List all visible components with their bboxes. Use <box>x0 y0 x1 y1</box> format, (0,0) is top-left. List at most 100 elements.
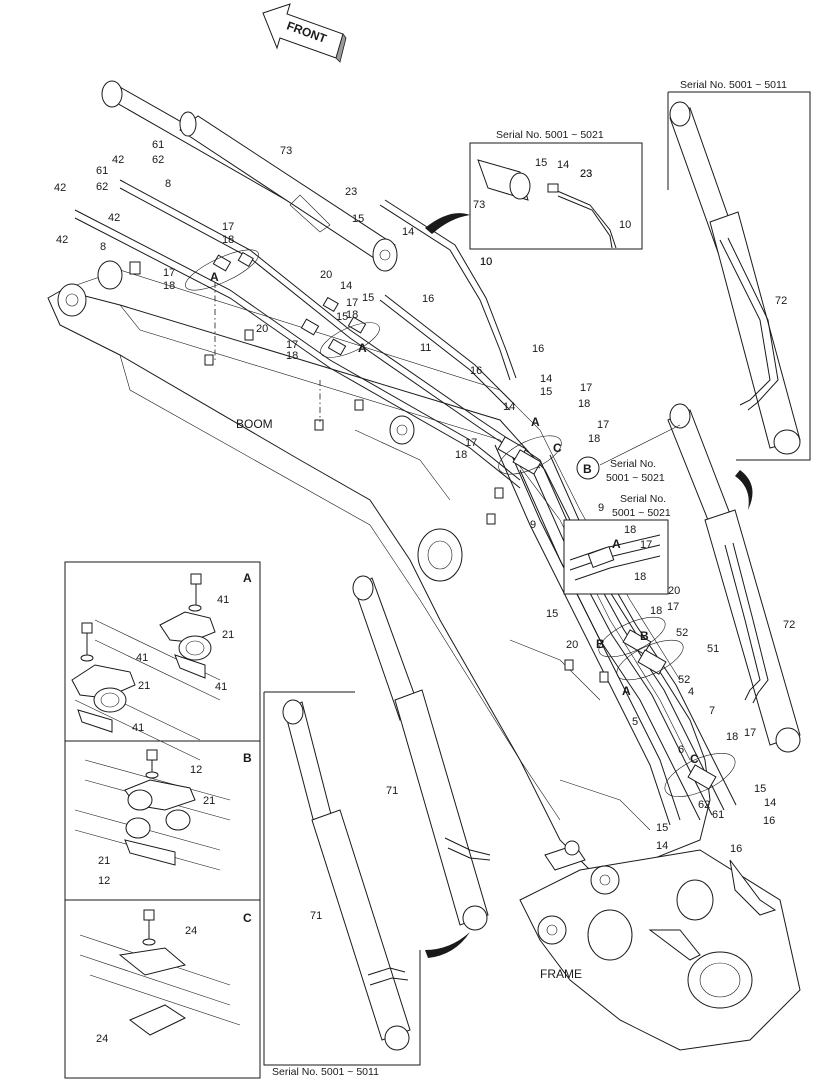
mid-serial-a-line2: 5001 ~ 5021 <box>612 507 671 519</box>
callout: 18 <box>650 605 662 617</box>
callout: 10 <box>619 219 631 231</box>
callout: 17 <box>286 339 298 351</box>
callout: 7 <box>709 705 715 717</box>
callout: 9 <box>530 519 536 531</box>
callout: 17 <box>597 419 609 431</box>
callout: 5 <box>632 716 638 728</box>
callout: 62 <box>96 181 108 193</box>
callout: 18 <box>726 731 738 743</box>
callout: 71 <box>386 785 398 797</box>
callout: 6 <box>678 744 684 756</box>
callout: 4 <box>688 686 694 698</box>
callout: C <box>553 441 562 455</box>
callout: 10 <box>480 256 492 268</box>
callout: 18 <box>634 571 646 583</box>
svg-text:21: 21 <box>203 795 215 807</box>
right-top-serial: Serial No. 5001 ~ 5011 <box>680 79 787 91</box>
bottom-serial: Serial No. 5001 ~ 5011 <box>272 1066 379 1078</box>
callout: 17 <box>222 221 234 233</box>
svg-text:12: 12 <box>190 764 202 776</box>
svg-text:21: 21 <box>138 680 150 692</box>
boom-label: BOOM <box>236 417 273 431</box>
detail-b-letter: B <box>243 751 252 765</box>
callout: 18 <box>286 350 298 362</box>
callout: C <box>690 752 699 766</box>
svg-text:41: 41 <box>215 681 227 693</box>
callout: 14 <box>402 226 414 238</box>
callout: 17 <box>640 539 652 551</box>
callout: 23 <box>580 168 592 180</box>
callout: 17 <box>465 437 477 449</box>
svg-text:B: B <box>583 462 592 476</box>
callout: 72 <box>775 295 787 307</box>
callout: 16 <box>422 293 434 305</box>
callout: 18 <box>163 280 175 292</box>
callout: 61 <box>712 809 724 821</box>
callout: 73 <box>280 145 292 157</box>
callout: 10 <box>480 256 492 268</box>
inset-pointers <box>425 213 753 958</box>
callout: 62 <box>152 154 164 166</box>
callout: 42 <box>54 182 66 194</box>
svg-text:12: 12 <box>98 875 110 887</box>
svg-text:41: 41 <box>132 722 144 734</box>
svg-text:21: 21 <box>222 629 234 641</box>
detail-a-drawing <box>71 573 221 761</box>
callout: A <box>531 415 540 429</box>
bottom-inset: Serial No. 5001 ~ 5011 <box>263 691 421 1078</box>
callout: 16 <box>730 843 742 855</box>
bucket-cylinder-72 <box>667 101 801 753</box>
svg-text:41: 41 <box>217 594 229 606</box>
frame-label: FRAME <box>540 967 582 981</box>
callout: 14 <box>764 797 776 809</box>
callout: 42 <box>108 212 120 224</box>
callout: 18 <box>588 433 600 445</box>
callout: 20 <box>256 323 268 335</box>
callout: 61 <box>96 165 108 177</box>
callout: 8 <box>100 241 106 253</box>
callout: 20 <box>566 639 578 651</box>
callout: 72 <box>783 619 795 631</box>
detail-a-letter: A <box>243 571 252 585</box>
callout: 18 <box>455 449 467 461</box>
callout: 15 <box>656 822 668 834</box>
callout: 15 <box>540 386 552 398</box>
callout: A <box>358 341 367 355</box>
callout: 14 <box>656 840 668 852</box>
callout: 15 <box>362 292 374 304</box>
callout: 51 <box>707 643 719 655</box>
callout: 15 <box>754 783 766 795</box>
callout: A <box>612 537 621 551</box>
callout: 16 <box>532 343 544 355</box>
callout: 14 <box>540 373 552 385</box>
frame-structure <box>519 840 801 1051</box>
svg-text:24: 24 <box>185 925 197 937</box>
callout: 20 <box>668 585 680 597</box>
part-callouts: 61 62 61 62 42 42 42 42 8 8 73 23 15 14 … <box>54 139 795 922</box>
callout: 15 <box>336 311 348 323</box>
callout: A <box>210 270 219 284</box>
callout: 17 <box>667 601 679 613</box>
callout: A <box>622 684 631 698</box>
detail-panels: A 41 21 41 41 21 41 B <box>64 561 261 1079</box>
callout: 15 <box>352 213 364 225</box>
callout: 17 <box>744 727 756 739</box>
detail-b-drawing <box>74 749 231 871</box>
callout: 42 <box>112 154 124 166</box>
mid-serial-b-line2: 5001 ~ 5021 <box>606 472 665 484</box>
mid-serial-b: B Serial No. 5001 ~ 5021 <box>576 456 665 484</box>
callout: 14 <box>557 159 569 171</box>
callout: 18 <box>624 524 636 536</box>
callout: 17 <box>163 267 175 279</box>
callout: 42 <box>56 234 68 246</box>
callout: 8 <box>165 178 171 190</box>
callout: 61 <box>152 139 164 151</box>
callout: 11 <box>420 342 431 354</box>
callout: 18 <box>222 234 234 246</box>
callout: 14 <box>340 280 352 292</box>
callout: B <box>596 637 605 651</box>
boom-cylinder-71 <box>282 575 491 1051</box>
callout: 15 <box>535 157 547 169</box>
svg-text:41: 41 <box>136 652 148 664</box>
